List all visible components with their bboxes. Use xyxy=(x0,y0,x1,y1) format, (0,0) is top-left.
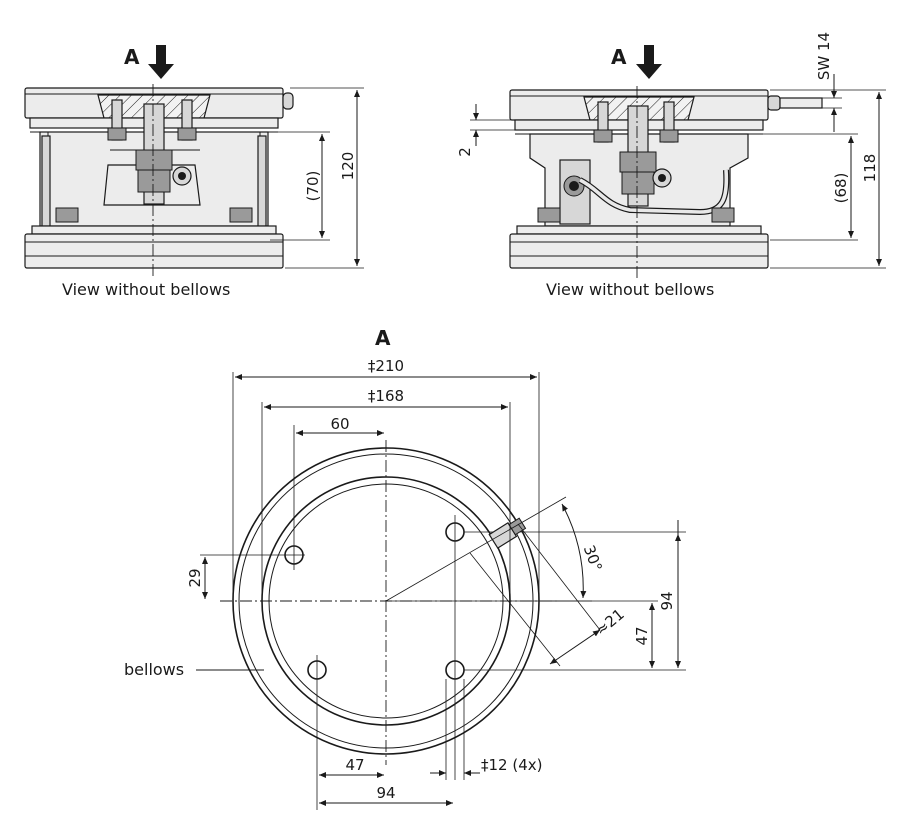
right-dim-wrench: SW 14 xyxy=(815,32,833,80)
right-wrench-pin xyxy=(767,95,781,111)
dim-angle: 30° xyxy=(580,543,606,574)
plan-title: A xyxy=(375,326,391,350)
right-view-arrow xyxy=(636,45,662,79)
right-view-letter: A xyxy=(611,45,627,69)
label-bellows: bellows xyxy=(124,660,184,679)
left-dim-height: 120 xyxy=(339,152,357,181)
right-dim-gap: 2 xyxy=(456,147,474,157)
left-dim-inner: (70) xyxy=(304,171,322,202)
left-view-letter: A xyxy=(124,45,140,69)
right-base-plate xyxy=(509,233,769,269)
dim-47-bottom: 47 xyxy=(345,756,364,774)
dim-holes: ‡12 (4x) xyxy=(481,756,542,774)
dim-94-bottom: 94 xyxy=(376,784,395,802)
left-view-arrow xyxy=(148,45,174,79)
dim-47-right: 47 xyxy=(633,626,651,645)
right-caption: View without bellows xyxy=(546,280,714,299)
left-side-view: A xyxy=(24,45,364,299)
left-caption: View without bellows xyxy=(62,280,230,299)
dim-outer-diameter: ‡210 xyxy=(368,357,404,375)
dim-approx: ≈21 xyxy=(592,605,628,639)
right-dim-height: 118 xyxy=(861,154,879,183)
left-base-plate xyxy=(24,233,284,269)
dim-94-right: 94 xyxy=(658,591,676,610)
right-side-view: A xyxy=(456,32,886,299)
dim-inner-diameter: ‡168 xyxy=(368,387,404,405)
right-dim-inner: (68) xyxy=(832,173,850,204)
plan-view: A ‡210 ‡168 xyxy=(124,326,686,810)
dim-29: 29 xyxy=(186,568,204,587)
left-plate-pin xyxy=(282,92,294,110)
dim-60: 60 xyxy=(330,415,349,433)
